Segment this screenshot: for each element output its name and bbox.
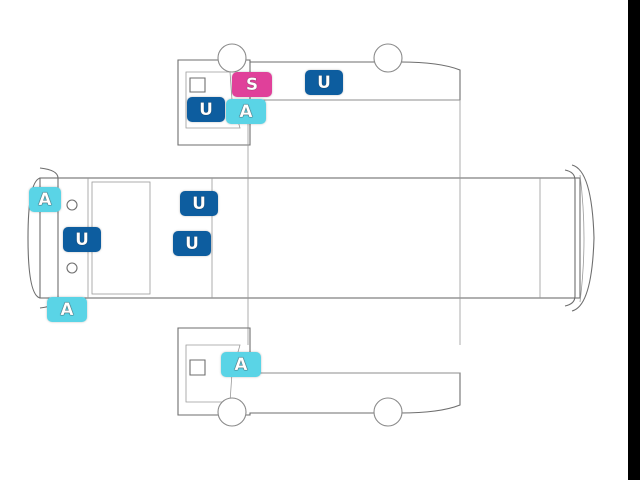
marker-label: U [317,72,331,93]
roof-body [39,100,581,345]
marker-u-top-side-middle: U [305,70,343,95]
rear-end [564,164,595,312]
marker-u-top-side-front: U [187,97,225,122]
marker-a-front-top-corner: A [29,187,61,212]
upper-rear-wheel [373,43,403,73]
marker-u-roof-lower: U [173,231,211,256]
marker-label: A [60,299,74,320]
marker-label: A [234,354,248,375]
marker-a-front-bottom-corner: A [47,297,87,322]
lower-front-wheel [217,397,247,427]
marker-label: S [245,74,259,95]
marker-label: U [185,233,199,254]
lower-rear-wheel [373,397,403,427]
marker-label: U [192,193,206,214]
right-edge-bar [628,0,640,480]
marker-u-front-center: U [63,227,101,252]
marker-a-bottom-side-pillar: A [221,352,261,377]
marker-u-roof-upper: U [180,191,218,216]
marker-label: A [38,189,52,210]
upper-front-wheel [217,43,247,73]
marker-label: U [199,99,213,120]
marker-a-top-side-pillar: A [226,99,266,124]
marker-label: A [239,101,253,122]
marker-s-top-side: S [232,72,272,97]
lower-side-view [177,327,461,427]
upper-side-view [177,43,461,146]
marker-label: U [75,229,89,250]
